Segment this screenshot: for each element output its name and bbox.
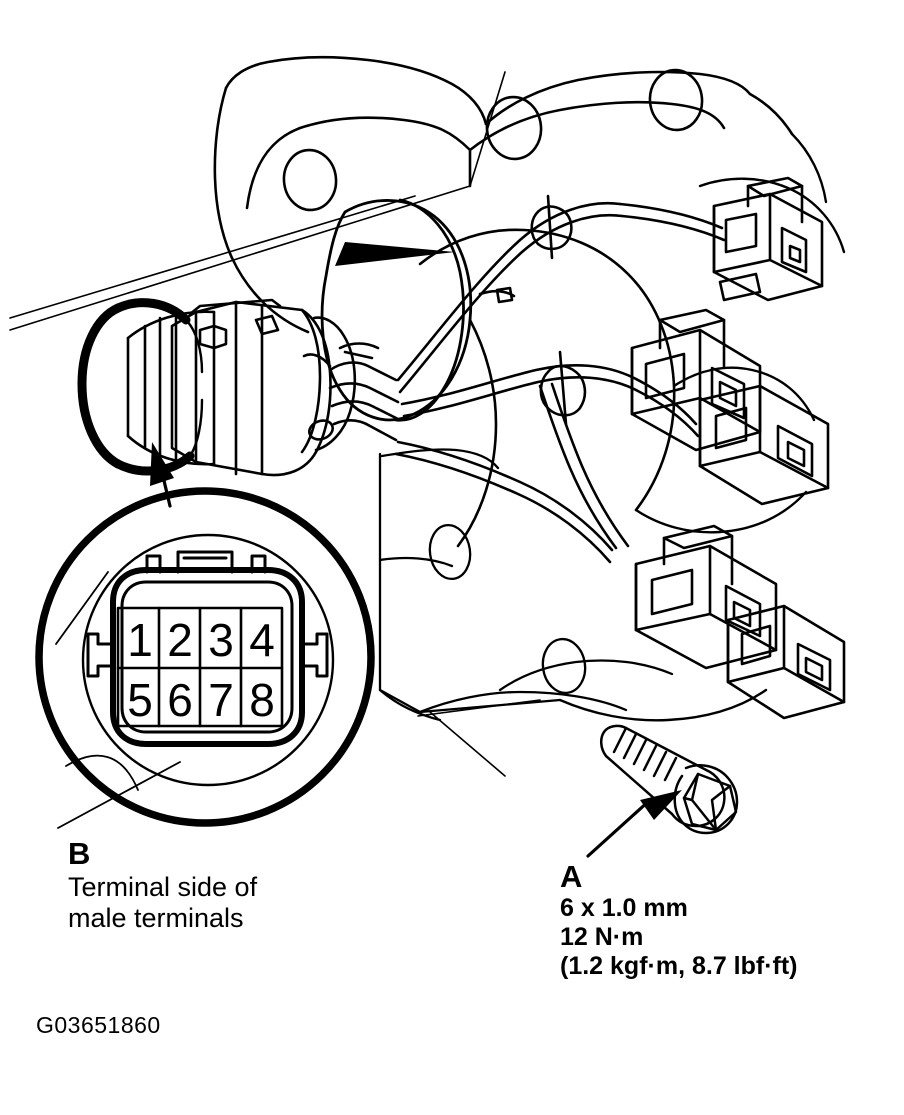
pin-label-1: 1 <box>127 614 153 666</box>
connector-shell-detail <box>86 550 329 734</box>
solenoid-connector-3 <box>634 524 846 720</box>
magnifier-outer-ring <box>35 487 375 827</box>
solenoid-connector-2 <box>630 308 830 506</box>
pin-label-4: 4 <box>249 614 275 666</box>
housing-right <box>558 132 846 722</box>
pin-label-3: 3 <box>208 614 234 666</box>
housing-lower-body <box>378 448 674 722</box>
connector-face <box>302 316 402 452</box>
callout-letter-a: A <box>560 859 583 894</box>
housing-bore <box>320 198 473 422</box>
solenoid-connector-1 <box>712 176 824 302</box>
connector-shell-outline <box>110 567 305 747</box>
callout-spec-a: 6 x 1.0 mm 12 N·m (1.2 kgf·m, 8.7 lbf·ft… <box>560 894 798 980</box>
pin-label-2: 2 <box>167 614 193 666</box>
magnifier-inner-ring <box>81 533 335 787</box>
pin-numbers: 1 2 3 4 5 6 7 8 <box>127 614 275 726</box>
flange-bolt <box>600 724 739 835</box>
housing-body <box>230 228 676 548</box>
wire-harness <box>394 194 726 564</box>
main-connector <box>77 298 402 477</box>
pin-label-8: 8 <box>249 674 275 726</box>
callout-letter-b: B <box>68 836 91 871</box>
callout-arrow-a <box>586 790 682 858</box>
figure-id: G03651860 <box>36 1012 161 1038</box>
callout-arrow-b <box>150 442 174 508</box>
pin-label-6: 6 <box>167 674 193 726</box>
pin-label-7: 7 <box>208 674 234 726</box>
callout-caption-b: Terminal side of male terminals <box>68 872 258 933</box>
terminal-grid <box>116 606 284 728</box>
pin-label-5: 5 <box>127 674 153 726</box>
detail-view-b: 1 2 3 4 5 6 7 8 <box>35 487 375 829</box>
transmission-housing <box>213 55 794 260</box>
